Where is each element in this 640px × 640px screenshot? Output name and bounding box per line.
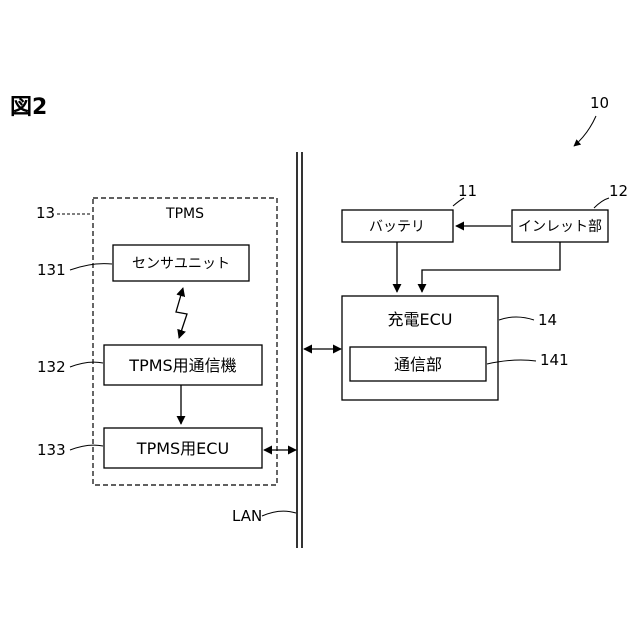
charging-ecu-leader (499, 317, 534, 320)
tpms-ecu-ref: 133 (37, 441, 66, 459)
inlet-leader (594, 198, 609, 208)
lan-label: LAN (232, 507, 262, 525)
battery-ref: 11 (458, 182, 477, 200)
sensor-unit-leader (70, 264, 112, 270)
comm-unit-label: 通信部 (394, 355, 442, 374)
charging-ecu-label: 充電ECU (388, 310, 453, 329)
tpms-group-title: TPMS (165, 206, 204, 222)
tpms-communicator-label: TPMS用通信機 (128, 356, 236, 375)
inlet-ref: 12 (609, 182, 628, 200)
sensor-unit-ref: 131 (37, 261, 66, 279)
sensor-unit-label: センサユニット (132, 256, 230, 272)
comm-unit-ref: 141 (540, 351, 569, 369)
arrow-inlet-to-ecu (422, 242, 560, 292)
tpms-group-ref: 13 (36, 204, 55, 222)
tpms-ecu-label: TPMS用ECU (136, 439, 229, 458)
system-ref-leader (574, 116, 596, 146)
battery-label: バッテリ (369, 219, 425, 235)
tpms-ecu-leader (70, 445, 103, 450)
figure-title: 図2 (10, 95, 47, 120)
system-ref-number: 10 (590, 94, 609, 112)
lan-leader (262, 511, 296, 516)
inlet-label: インレット部 (518, 219, 602, 235)
tpms-communicator-ref: 132 (37, 358, 66, 376)
wireless-link-icon (176, 288, 187, 338)
tpms-communicator-leader (70, 362, 103, 367)
charging-ecu-ref: 14 (538, 311, 557, 329)
